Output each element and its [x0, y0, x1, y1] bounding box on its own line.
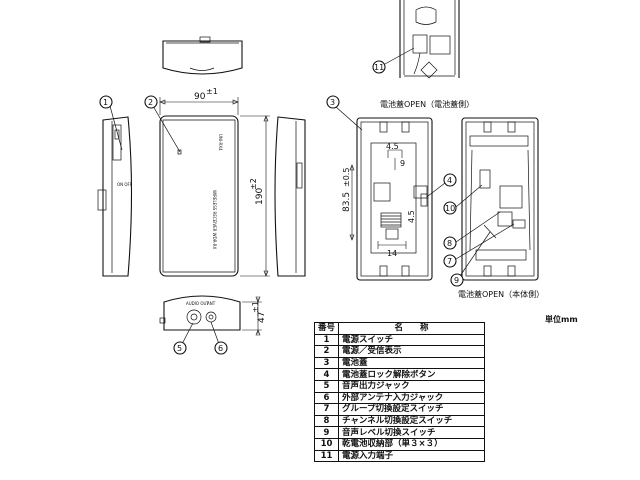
callout-6: 6 — [218, 344, 223, 353]
row-number: 1 — [313, 333, 340, 347]
row-name: 音声レベル切換スイッチ — [338, 426, 486, 439]
callout-9: 9 — [454, 276, 459, 285]
row-number: 9 — [313, 426, 340, 439]
header-number: 番号 — [313, 322, 340, 335]
row-name: 電池蓋 — [338, 356, 486, 370]
row-name: グループ切換設定スイッチ — [338, 403, 486, 416]
callout-3: 3 — [330, 98, 335, 107]
callout-5: 5 — [177, 344, 182, 353]
audio-out-label: AUDIO OUT — [186, 301, 209, 306]
caption-body-side: 電池蓋OPEN（本体側） — [458, 289, 544, 299]
top-view — [162, 36, 243, 75]
row-name: 電源スイッチ — [338, 333, 486, 347]
caption-cover-side: 電池蓋OPEN（電池蓋側） — [380, 99, 474, 109]
row-number: 3 — [313, 356, 340, 370]
dim-83-5-tol: ±0.5 — [342, 168, 351, 187]
row-number: 10 — [313, 437, 340, 451]
dim-14: 14 — [387, 249, 397, 258]
row-name: 電池蓋ロック解除ボタン — [338, 368, 486, 381]
dim-4-5-side: 4.5 — [407, 210, 416, 223]
switch-label: ON OFF — [117, 182, 133, 187]
row-name: チャンネル切換設定スイッチ — [338, 414, 486, 428]
header-name: 名 称 — [338, 322, 486, 335]
callout-10: 10 — [445, 204, 455, 213]
callout-8: 8 — [447, 239, 452, 248]
ant-label: ANT — [207, 301, 216, 306]
row-name: 電源入力端子 — [338, 449, 486, 463]
callout-1: 1 — [103, 98, 108, 107]
body-side-view — [461, 117, 539, 281]
row-number: 5 — [313, 379, 340, 393]
table-header-row: 番号 名 称 — [313, 322, 486, 335]
row-number: 2 — [313, 345, 340, 358]
dim-83-5: 83.5 — [342, 192, 352, 212]
row-name: 外部アンテナ入力ジャック — [338, 391, 486, 405]
row-number: 7 — [313, 403, 340, 416]
power-input-detail — [399, 0, 460, 79]
dim-depth-tol: ±1 — [251, 301, 260, 313]
row-number: 8 — [313, 414, 340, 428]
dim-height-tol: ±2 — [249, 178, 258, 190]
dim-width-tol: ±1 — [206, 87, 218, 96]
row-number: 11 — [313, 449, 340, 463]
right-side-view — [274, 116, 306, 277]
callouts: 1 2 3 4 10 8 7 9 5 6 — [99, 47, 515, 355]
dim-9: 9 — [400, 159, 405, 168]
row-name: 乾電池収納部（単３×３） — [338, 437, 486, 451]
model-label: UNI-RX4 — [218, 134, 223, 151]
callout-2: 2 — [148, 98, 153, 107]
left-side-view: ON OFF — [97, 116, 133, 277]
dim-4-5-top: 4.5 — [386, 142, 399, 151]
callout-11: 11 — [374, 63, 384, 72]
row-number: 4 — [313, 368, 340, 381]
row-name: 電源／受信表示 — [338, 345, 486, 358]
dim-width: 90 — [194, 92, 206, 102]
callout-4: 4 — [447, 176, 452, 185]
dim-depth: 47 — [257, 312, 267, 323]
dimensions: 90 ±1 190 ±2 47 ±1 — [159, 87, 270, 336]
front-label: WIRELESS RECEIVER WDR-RX — [212, 190, 217, 250]
bottom-view: AUDIO OUT ANT — [159, 295, 241, 331]
row-name: 音声出力ジャック — [338, 379, 486, 393]
row-number: 6 — [313, 391, 340, 405]
callout-7: 7 — [447, 257, 452, 266]
cover-side-view: 4.5 9 83.5 ±0.5 4.5 14 — [342, 117, 433, 281]
front-view: WIRELESS RECEIVER WDR-RX UNI-RX4 — [159, 115, 239, 277]
unit-label: 単位mm — [545, 315, 578, 324]
dim-height: 190 — [255, 188, 265, 205]
